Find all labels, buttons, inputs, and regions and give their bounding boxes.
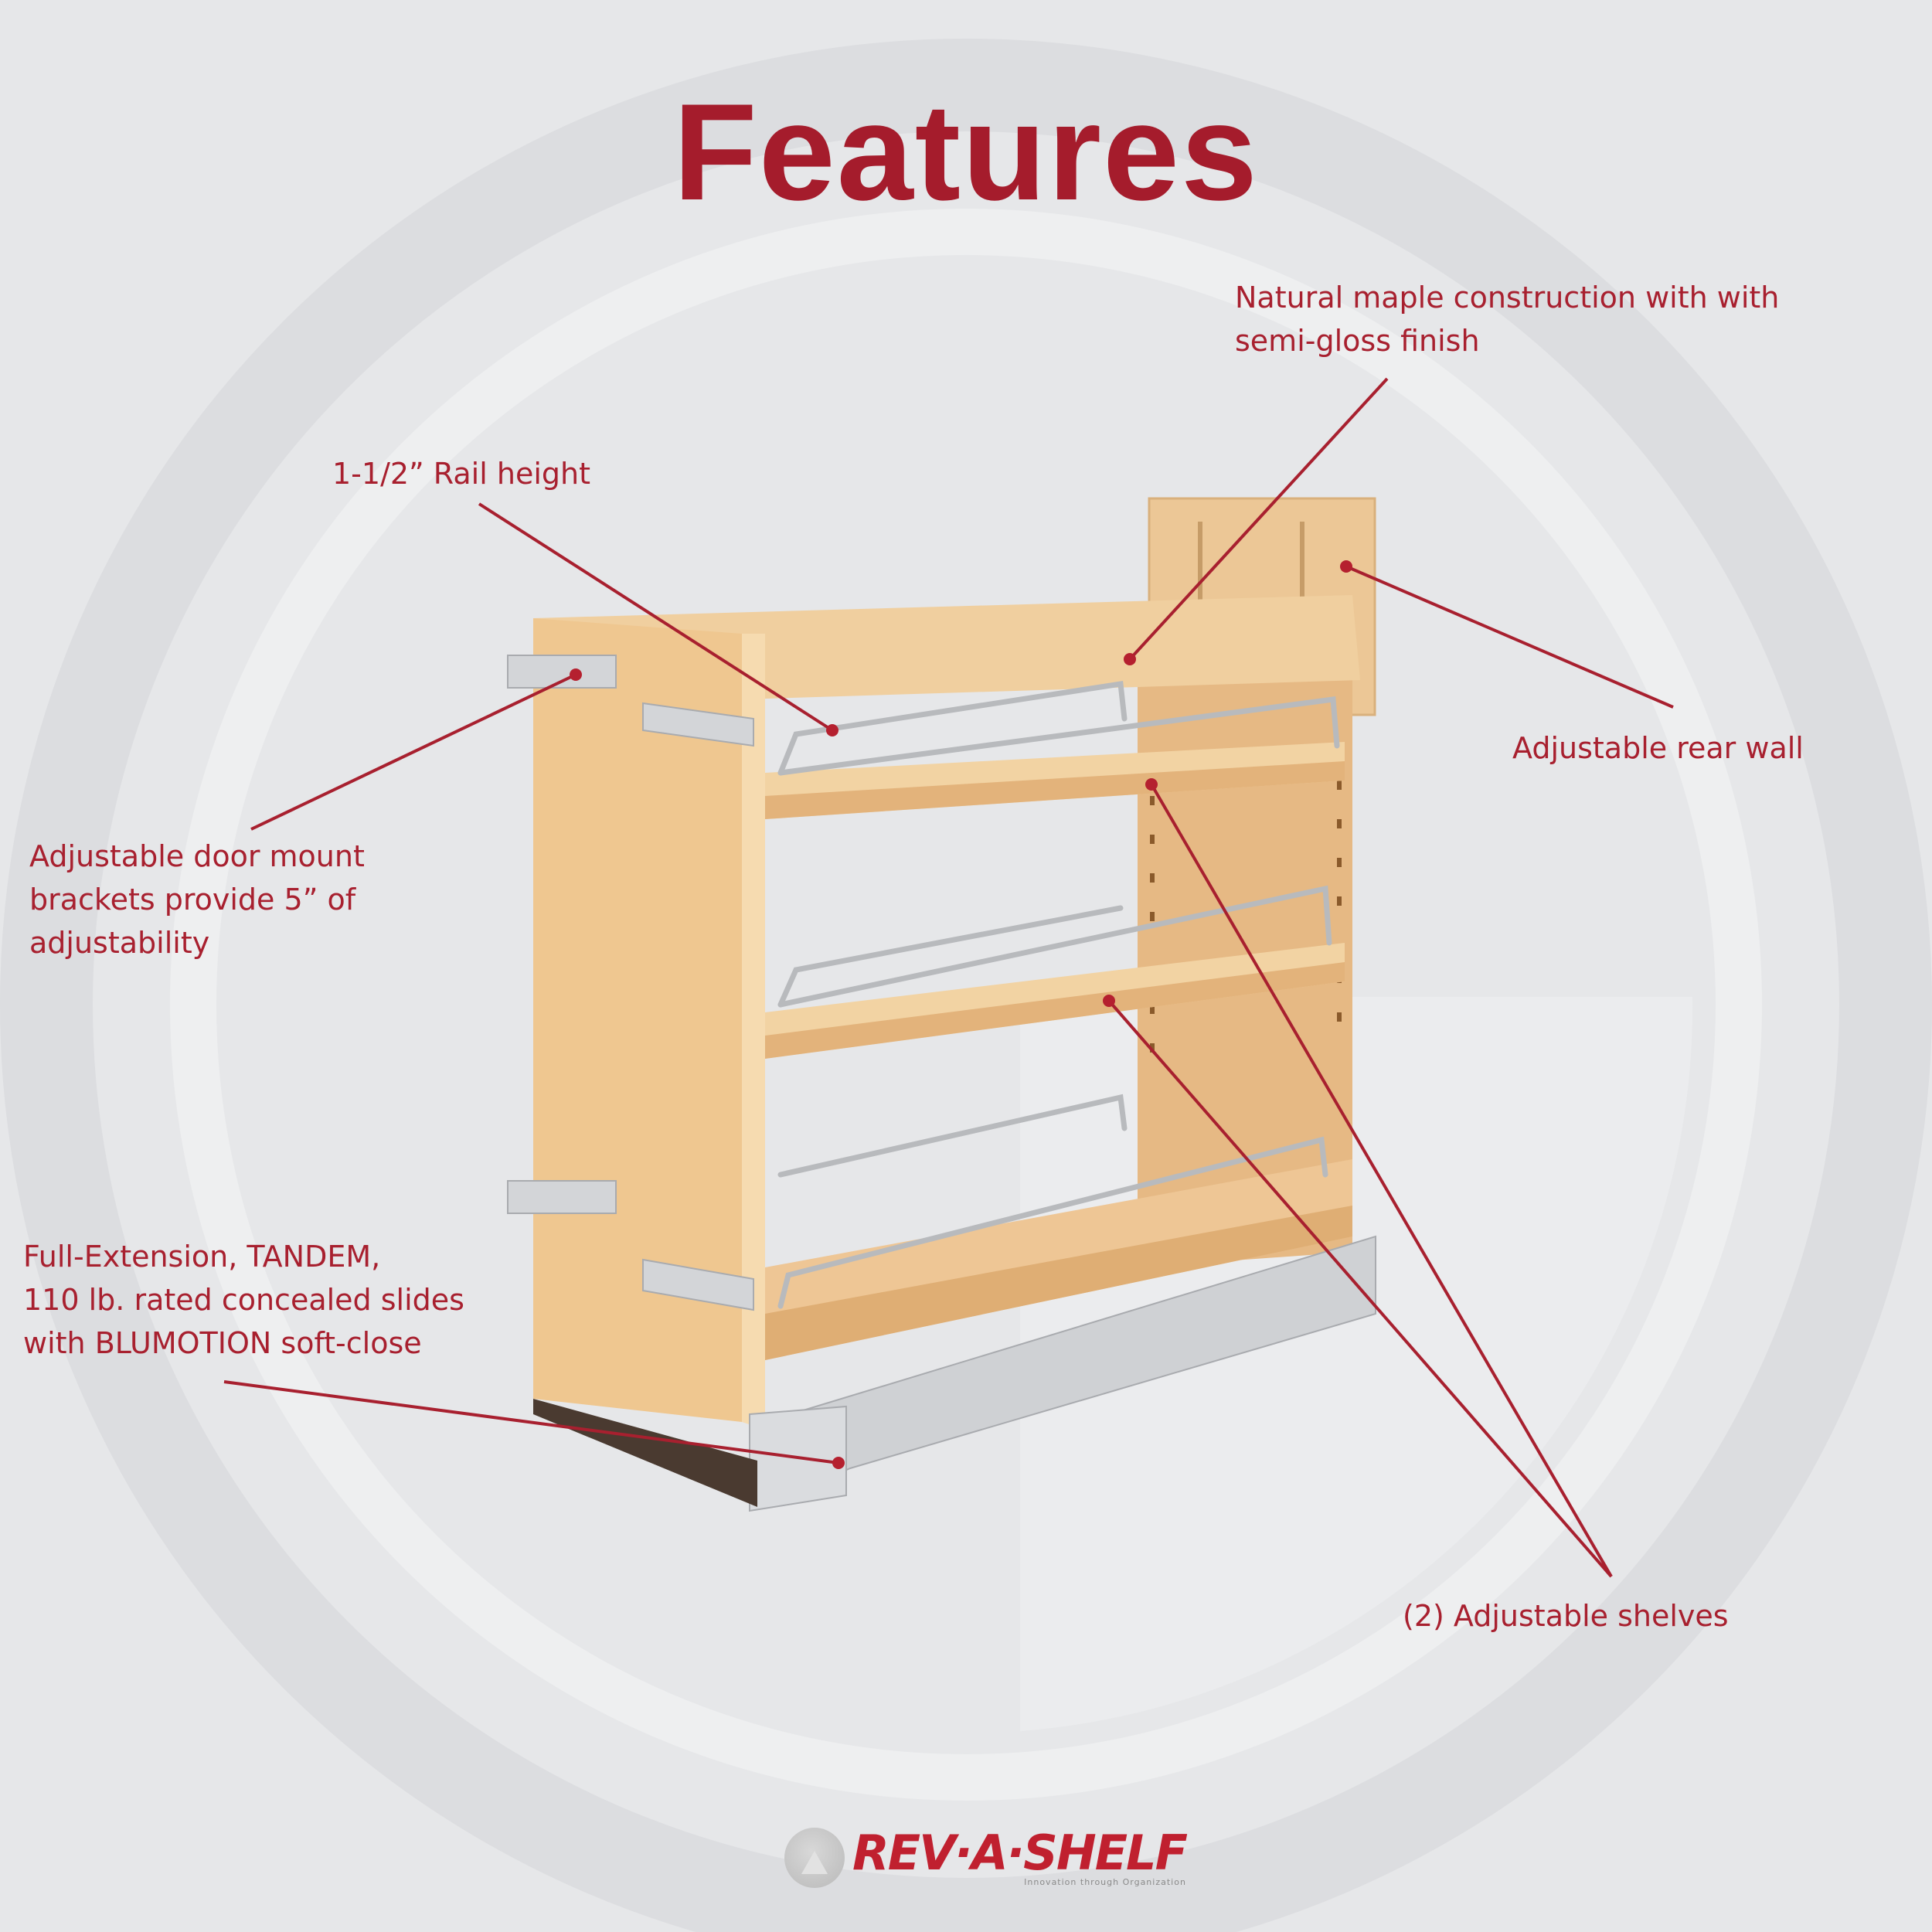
callout-line: Adjustable rear wall bbox=[1512, 731, 1804, 765]
callout-door-mount-brackets: Adjustable door mount brackets provide 5… bbox=[29, 835, 365, 964]
rev-a-shelf-circle-logo-icon bbox=[784, 1828, 845, 1888]
brand-tagline: Innovation through Organization bbox=[1024, 1876, 1186, 1887]
callout-maple-construction: Natural maple construction with with sem… bbox=[1235, 276, 1779, 362]
callout-line: Natural maple construction with with bbox=[1235, 281, 1780, 315]
callout-adjustable-shelves: (2) Adjustable shelves bbox=[1403, 1594, 1729, 1638]
callout-line: 110 lb. rated concealed slides bbox=[23, 1283, 464, 1317]
callout-rail-height: 1-1/2” Rail height bbox=[332, 452, 590, 495]
callout-slides: Full-Extension, TANDEM, 110 lb. rated co… bbox=[23, 1235, 464, 1365]
brand-logo: REV·A·SHELF Innovation through Organizat… bbox=[784, 1824, 1188, 1888]
callout-line: brackets provide 5” of bbox=[29, 883, 356, 917]
callout-line: 1-1/2” Rail height bbox=[332, 457, 590, 491]
callout-line: with BLUMOTION soft-close bbox=[23, 1326, 422, 1360]
callout-line: semi-gloss finish bbox=[1235, 324, 1480, 358]
page-title: Features bbox=[673, 75, 1259, 229]
callout-leader-lines bbox=[223, 377, 1674, 1578]
callout-line: Adjustable door mount bbox=[29, 839, 365, 873]
brand-wordmark: REV·A·SHELF bbox=[852, 1824, 1188, 1881]
cabinet-organizer-illustration bbox=[507, 497, 1376, 1512]
callout-line: (2) Adjustable shelves bbox=[1403, 1599, 1729, 1633]
callout-rear-wall: Adjustable rear wall bbox=[1512, 726, 1804, 770]
callout-line: Full-Extension, TANDEM, bbox=[23, 1240, 381, 1274]
callout-line: adjustability bbox=[29, 926, 210, 960]
callout-anchor-dots bbox=[570, 560, 1352, 1469]
